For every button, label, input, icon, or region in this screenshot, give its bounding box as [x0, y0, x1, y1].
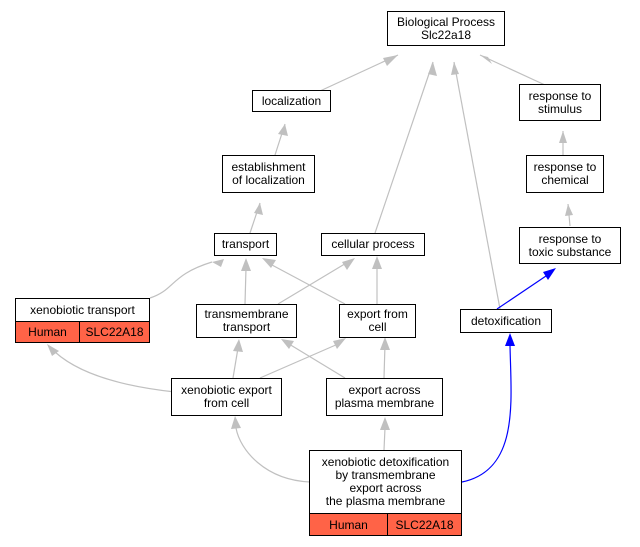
- edge-export-transport: [271, 264, 346, 305]
- arrowhead-across-transmembrane: [281, 339, 294, 349]
- edge-detoxification-root: [453, 61, 501, 310]
- edge-xenoexport-transmembrane: [232, 347, 239, 379]
- arrowhead-export-transport: [262, 258, 276, 268]
- arrowhead-stimulus-root: [480, 55, 492, 64]
- edge-cellular-process-root: [374, 61, 434, 234]
- arrowhead-across-export: [380, 337, 390, 350]
- arrowhead-xenodetox-detox: [505, 333, 515, 346]
- arrowhead-xenoexport-xenotransport: [47, 344, 59, 356]
- arrowhead-xenodetox-xenoexport: [231, 416, 241, 429]
- node-response-to-stimulus[interactable]: response to stimulus: [519, 84, 601, 121]
- annotation-species: Human: [16, 322, 79, 342]
- annotation-gene: SLC22A18: [79, 322, 149, 342]
- node-response-to-chemical[interactable]: response to chemical: [526, 155, 604, 193]
- node-detoxification[interactable]: detoxification: [460, 309, 552, 333]
- node-export-from-cell[interactable]: export from cell: [339, 304, 416, 338]
- arrowhead-export-cellular: [372, 256, 382, 269]
- annotation-species: Human: [310, 514, 387, 535]
- edge-transmembrane-transport: [244, 267, 247, 305]
- edge-xenoexport-export: [259, 343, 339, 379]
- edge-detox-toxic-regulates: [496, 275, 547, 310]
- arrowhead-xenodetox-across: [380, 417, 390, 430]
- edge-xenodetox-xenoexport: [235, 427, 311, 483]
- arrowhead-localization-root: [383, 55, 398, 66]
- arrowhead-toxic-chemical: [565, 204, 573, 216]
- node-localization[interactable]: localization: [252, 90, 331, 112]
- node-transport[interactable]: transport: [214, 233, 277, 256]
- node-export-across-plasma-membrane[interactable]: export across plasma membrane: [326, 378, 443, 416]
- edge-response-stimulus-root: [479, 54, 546, 86]
- edge-across-transmembrane: [288, 343, 346, 379]
- edge-transmembrane-cellular: [277, 261, 349, 305]
- arrowhead-cellular-root: [428, 62, 437, 76]
- node-xenobiotic-export-from-cell[interactable]: xenobiotic export from cell: [171, 378, 282, 416]
- node-xenobiotic-transport[interactable]: xenobiotic transport: [15, 298, 150, 322]
- edge-xenodetox-detox-regulates: [461, 344, 512, 483]
- edge-xenodetox-across: [383, 427, 386, 451]
- node-transmembrane-transport[interactable]: transmembrane transport: [196, 304, 297, 338]
- edge-xenoexport-xenotransport: [54, 351, 176, 393]
- arrowhead-xenotransport-transport: [212, 259, 224, 267]
- node-response-to-toxic-substance[interactable]: response to toxic substance: [519, 227, 621, 264]
- arrowhead-transmembrane-transport: [241, 258, 251, 271]
- annotation-xenobiotic-detoxification[interactable]: Human SLC22A18: [309, 513, 462, 536]
- arrowhead-chemical-stimulus: [559, 131, 567, 143]
- arrowhead-xenoexport-export: [333, 338, 346, 349]
- arrowhead-transmembrane-cellular: [342, 258, 355, 270]
- annotation-gene: SLC22A18: [387, 514, 461, 535]
- arrowhead-transport-establishment: [254, 203, 263, 215]
- annotation-xenobiotic-transport[interactable]: Human SLC22A18: [15, 321, 150, 343]
- node-xenobiotic-detoxification[interactable]: xenobiotic detoxification by transmembra…: [309, 450, 462, 514]
- arrowhead-detox-toxic: [543, 268, 556, 280]
- arrowhead-establishment-localization: [278, 124, 288, 136]
- edge-xenotransport-transport: [149, 261, 213, 299]
- node-establishment-of-localization[interactable]: establishment of localization: [222, 155, 315, 193]
- arrowhead-detox-root: [451, 62, 459, 75]
- node-cellular-process[interactable]: cellular process: [321, 233, 425, 256]
- node-biological-process-root[interactable]: Biological Process Slc22a18: [387, 11, 505, 46]
- arrowhead-xenoexport-transmembrane: [233, 339, 243, 352]
